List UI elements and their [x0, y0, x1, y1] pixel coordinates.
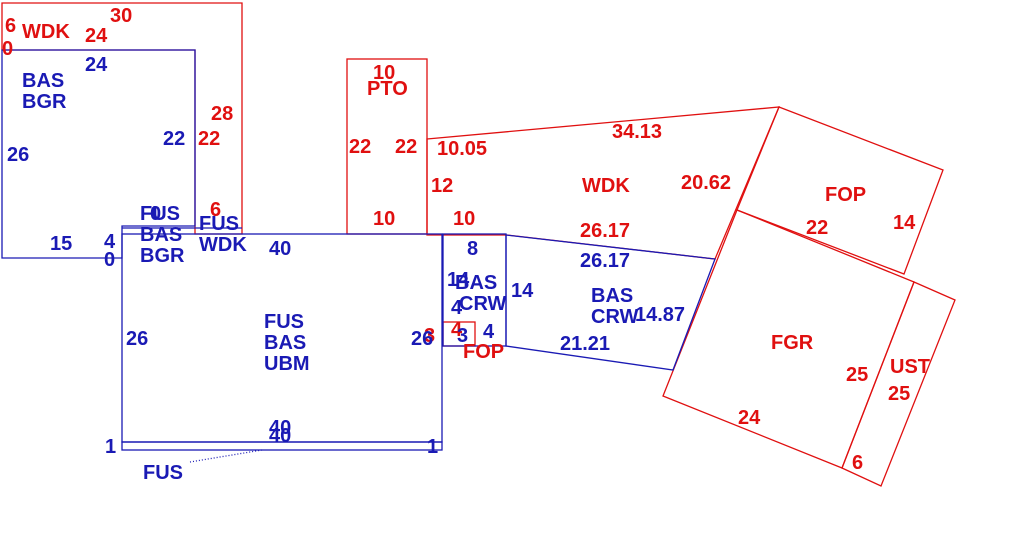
dim-26-ubm-left: 26 — [126, 328, 148, 350]
dim-22-blue-bas: 22 — [163, 128, 185, 150]
dim-0-top-left: 0 — [2, 38, 13, 60]
fus-wdk-label-2: WDK — [199, 234, 247, 256]
dim-30: 30 — [110, 5, 132, 27]
dim-26-ubm-right: 26 — [411, 328, 433, 350]
ust-outline — [841, 281, 956, 487]
dim-40-top: 40 — [269, 238, 291, 260]
dim-28: 28 — [211, 103, 233, 125]
fop-right-label: FOP — [825, 184, 866, 206]
fop-right-outline — [736, 106, 944, 275]
dim-20-62: 20.62 — [681, 172, 731, 194]
fus-bottom-strip — [121, 441, 443, 451]
dim-25-ust: 25 — [888, 383, 910, 405]
dim-22-pto-left: 22 — [349, 136, 371, 158]
bas-crw-large-label-2: CRW — [591, 306, 639, 328]
bas-crw-large-outline — [505, 234, 716, 371]
dim-14-small: 14 — [447, 269, 470, 291]
dim-12: 12 — [431, 175, 453, 197]
dim-4-small-a: 4 — [451, 319, 463, 341]
bas-bgr-outline — [1, 49, 196, 259]
fus-bottom-label: FUS — [143, 462, 183, 484]
wdk-right-label: WDK — [582, 175, 630, 197]
dim-14-fop: 14 — [893, 212, 916, 234]
dim-15: 15 — [50, 233, 72, 255]
dim-8: 8 — [467, 238, 478, 260]
dim-10-05: 10.05 — [437, 138, 487, 160]
bas-crw-small-label-2: CRW — [459, 293, 507, 315]
bas-bgr-label-2: BGR — [22, 91, 67, 113]
dim-24-red-top: 24 — [85, 25, 108, 47]
dim-4-crw: 4 — [451, 297, 463, 319]
dim-0-left: 0 — [104, 249, 115, 271]
fus-bas-bgr-label-1: FUS — [140, 203, 180, 225]
dim-6-ust: 6 — [852, 452, 863, 474]
dim-25-fgr: 25 — [846, 364, 868, 386]
dim-24-blue-top: 24 — [85, 54, 108, 76]
dim-22-pto-right: 22 — [395, 136, 417, 158]
fus-bas-ubm-label-1: FUS — [264, 311, 304, 333]
dim-4-left: 4 — [104, 231, 116, 253]
dim-1-right: 1 — [427, 436, 438, 458]
dim-26-17-red: 26.17 — [580, 220, 630, 242]
fus-wdk-label-1: FUS — [199, 213, 239, 235]
dim-22-fop: 22 — [806, 217, 828, 239]
bas-bgr-label-1: BAS — [22, 70, 64, 92]
fop-small-label: FOP — [463, 341, 504, 363]
pto-label: PTO — [367, 78, 408, 100]
dim-10-right: 10 — [453, 208, 475, 230]
dim-26-17-blue: 26.17 — [580, 250, 630, 272]
fus-bas-ubm-label-3: UBM — [264, 353, 310, 375]
fus-leader-line — [189, 449, 263, 463]
dim-0-mid: 0 — [150, 203, 161, 225]
dim-22-red-bas: 22 — [198, 128, 220, 150]
dim-1-left: 1 — [105, 436, 116, 458]
dim-14-crw: 14 — [511, 280, 534, 302]
dim-14-87: 14.87 — [635, 304, 685, 326]
fus-bas-bgr-label-3: BGR — [140, 245, 185, 267]
fgr-label: FGR — [771, 332, 814, 354]
bas-crw-small-label-1: BAS — [455, 272, 497, 294]
fus-bas-ubm-label-2: BAS — [264, 332, 306, 354]
dim-6-mid: 6 — [210, 199, 221, 221]
dim-10-pto-top: 10 — [373, 62, 395, 84]
dim-4-small-b: 4 — [483, 321, 495, 343]
dim-24-fgr: 24 — [738, 407, 761, 429]
dim-21-21: 21.21 — [560, 333, 610, 355]
dim-3-blue: 3 — [457, 325, 468, 347]
dim-40-bottom-b: 40 — [269, 425, 291, 447]
fus-bas-bgr-label-2: BAS — [140, 224, 182, 246]
dim-3-red: 3 — [424, 325, 435, 347]
dim-6-top-left: 6 — [5, 15, 16, 37]
dim-10-pto-bottom: 10 — [373, 208, 395, 230]
dim-40-bottom-a: 40 — [269, 417, 291, 439]
bas-crw-large-label-1: BAS — [591, 285, 633, 307]
ust-label: UST — [890, 356, 930, 378]
dim-34-13: 34.13 — [612, 121, 662, 143]
dim-26-left: 26 — [7, 144, 29, 166]
wdk-top-left-label: WDK — [22, 21, 70, 43]
